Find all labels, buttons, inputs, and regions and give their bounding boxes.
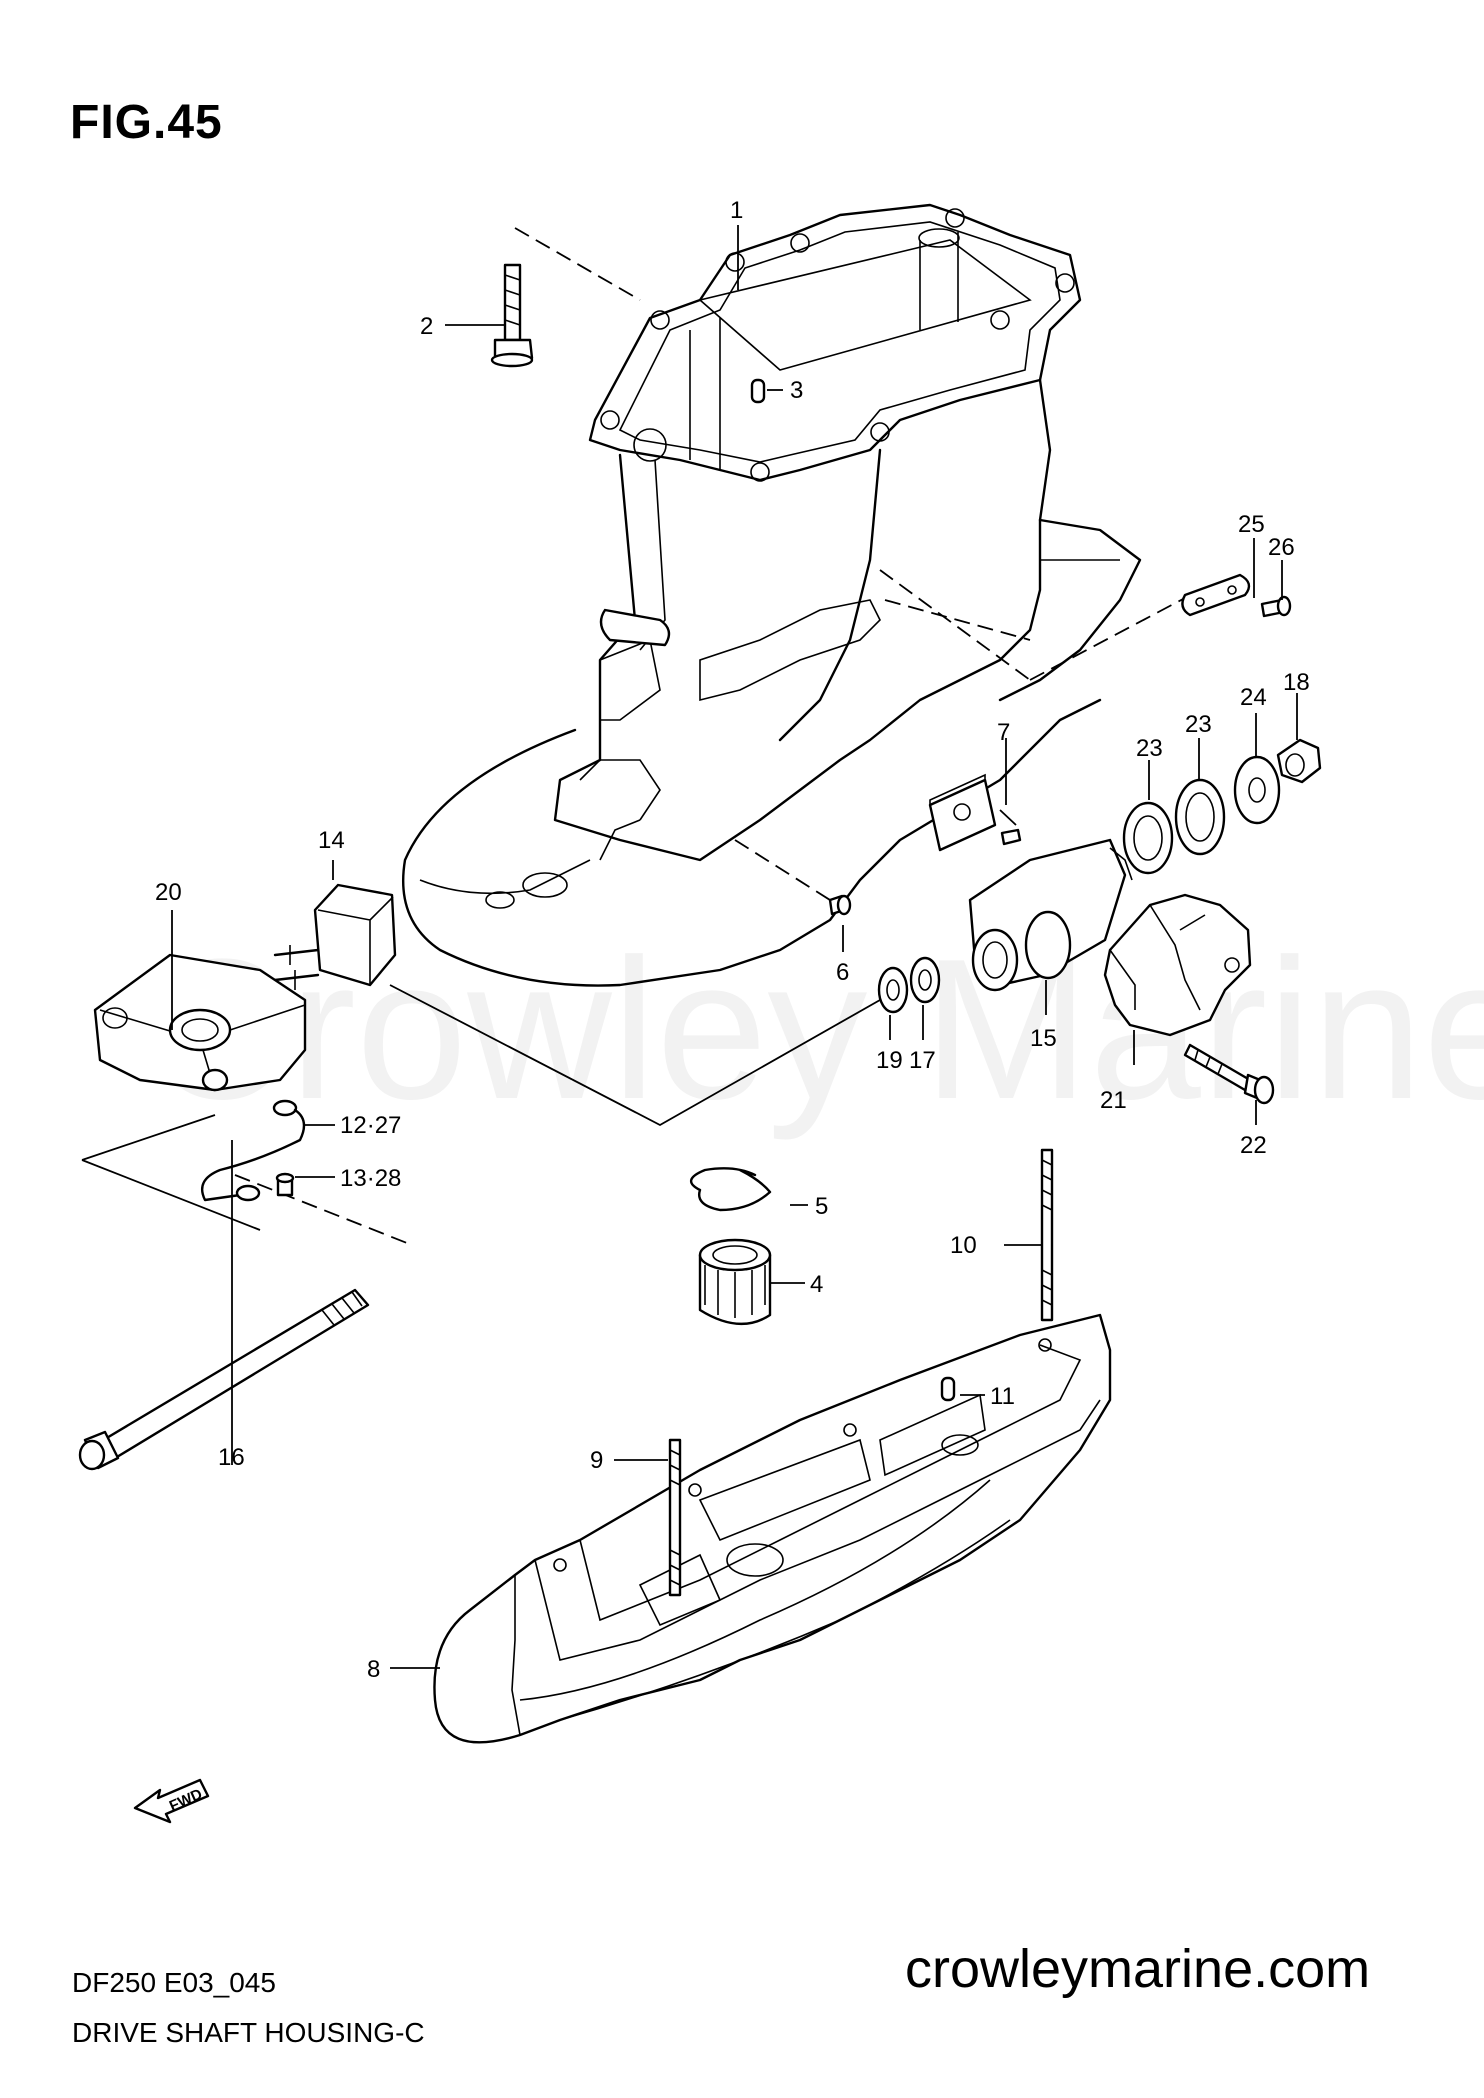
callout-label-16: 16	[218, 1444, 245, 1471]
callout-label-21: 21	[1100, 1087, 1127, 1114]
component-box-part-14	[273, 883, 397, 990]
dowel-pin-part-11	[940, 1376, 956, 1402]
ground-wire-part-12	[200, 1099, 306, 1202]
washer-part-24	[1233, 755, 1281, 825]
assembly-line	[884, 599, 1031, 641]
callout-label-11: 11	[990, 1383, 1015, 1410]
screw-part-6	[828, 894, 852, 916]
bearing-part-4	[698, 1238, 772, 1326]
callout-label-14: 14	[318, 827, 345, 854]
callout-label-13-28: 13·28	[340, 1165, 401, 1192]
mount-cover-part-21	[1103, 893, 1252, 1037]
callout-label-24: 24	[1240, 684, 1267, 711]
drive-shaft-housing-part	[401, 203, 1142, 987]
callout-label-18: 18	[1283, 669, 1310, 696]
callout-label-9: 9	[590, 1447, 603, 1474]
callout-label-15: 15	[1030, 1025, 1057, 1052]
diagram-title-label: DRIVE SHAFT HOUSING-C	[72, 2017, 425, 2048]
callout-label-19: 19	[876, 1047, 903, 1074]
callout-label-5: 5	[815, 1193, 828, 1220]
website-label: crowleymarine.com	[905, 1939, 1371, 1999]
bracket-part-25	[1181, 573, 1251, 617]
fwd-arrow-icon: FWD	[133, 1778, 210, 1824]
leader-lines	[171, 225, 1298, 1669]
stud-part-9	[668, 1438, 682, 1597]
assembly-line	[81, 1114, 216, 1161]
assembly-line	[734, 839, 831, 901]
callout-label-3: 3	[790, 377, 803, 404]
callout-label-6: 6	[836, 959, 849, 986]
callout-label-17: 17	[909, 1047, 936, 1074]
assembly-line	[389, 984, 881, 1127]
callout-label-20: 20	[155, 879, 182, 906]
washer-part-23b	[1174, 778, 1226, 856]
figure-title: FIG.45	[70, 96, 223, 149]
screw-part-26	[1260, 595, 1292, 618]
washer-part-19	[877, 966, 909, 1014]
dowel-pin-part-3	[750, 378, 766, 404]
callout-label-23b: 23	[1185, 711, 1212, 738]
callout-label-26: 26	[1268, 534, 1295, 561]
callout-label-1: 1	[730, 197, 743, 224]
lower-housing-part-8	[433, 1313, 1112, 1744]
callout-label-12-27: 12·27	[340, 1112, 401, 1139]
long-bolt-part-16	[78, 1288, 370, 1471]
model-code-label: DF250 E03_045	[72, 1967, 276, 1998]
callout-labels: 1 2 3 4 5 6 7 8 9 10 11 12·27 13·28 14 1…	[155, 197, 1310, 1683]
clamp-part-20	[93, 953, 307, 1092]
assembly-line	[81, 1159, 261, 1231]
callout-label-23a: 23	[1136, 735, 1163, 762]
fwd-arrow-label: FWD	[167, 1786, 205, 1815]
callout-label-25: 25	[1238, 511, 1265, 538]
assembly-line	[879, 569, 1201, 681]
stud-part-10	[1040, 1148, 1054, 1322]
mount-block-part-7	[928, 773, 1022, 852]
rubber-mount-part-15	[968, 838, 1133, 992]
assembly-line	[234, 1174, 413, 1246]
nut-part-18	[1276, 738, 1322, 784]
callout-label-22: 22	[1240, 1132, 1267, 1159]
circlip-part-5	[690, 1167, 772, 1212]
washer-part-17	[909, 956, 941, 1004]
bolt-part-2	[490, 263, 534, 368]
callout-label-8: 8	[367, 1656, 380, 1683]
bolt-part-22	[1183, 1043, 1275, 1105]
callout-label-4: 4	[810, 1271, 823, 1298]
callout-label-2: 2	[420, 313, 433, 340]
washer-part-23a	[1122, 801, 1174, 875]
callout-label-7: 7	[997, 719, 1010, 746]
callout-label-10: 10	[950, 1232, 977, 1259]
screw-part-13	[275, 1172, 295, 1197]
assembly-line	[514, 227, 641, 301]
